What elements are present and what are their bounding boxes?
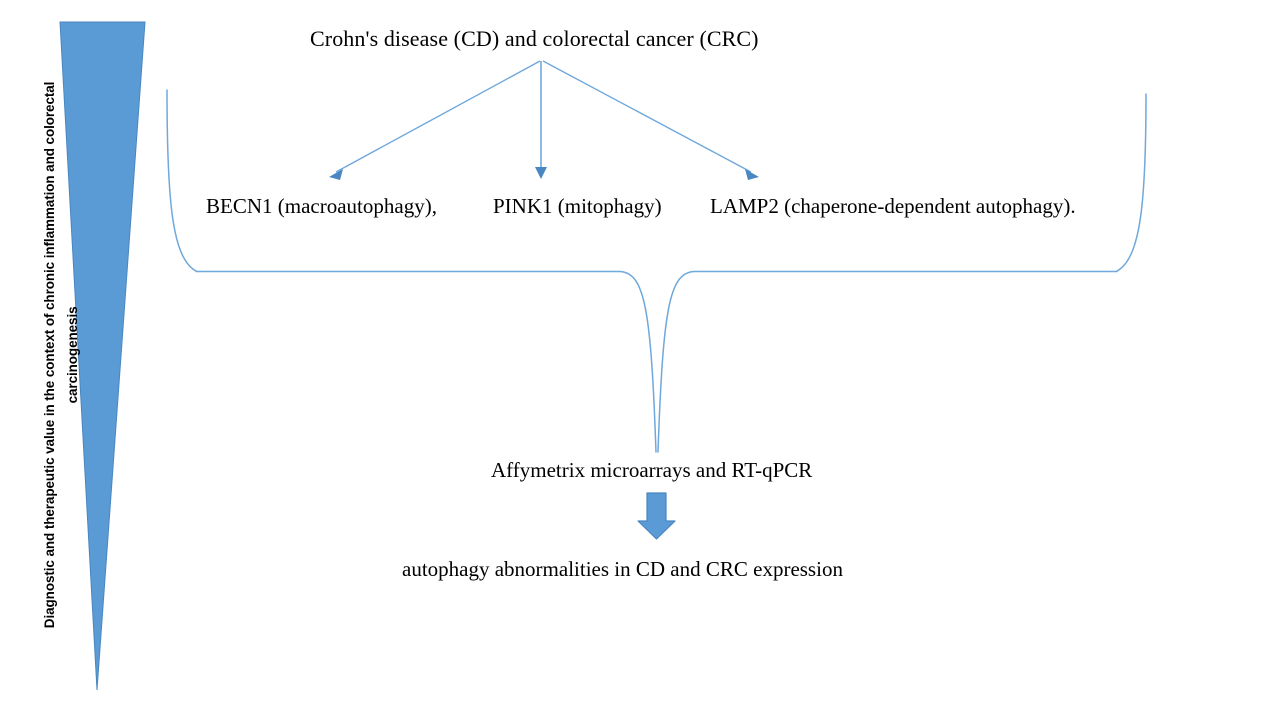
node-label-lamp2: LAMP2 (chaperone-dependent autophagy).	[710, 194, 1076, 218]
curly-brace-connector	[166, 89, 1147, 453]
tapered-triangle-shape	[59, 21, 146, 691]
arrow-down-head-icon	[535, 167, 547, 179]
arrow-down-left-head-icon	[329, 169, 343, 180]
brace-right-tip	[1116, 93, 1147, 272]
arrow-down-left-icon	[335, 60, 541, 173]
brace-right-inner	[657, 270, 695, 453]
arrow-down-right-head-icon	[745, 169, 759, 180]
outcome-label: autophagy abnormalities in CD and CRC ex…	[402, 557, 843, 581]
arrow-down-right-icon	[542, 60, 752, 173]
fanout-arrows-group	[329, 60, 759, 180]
node-label-becn1: BECN1 (macroautophagy),	[206, 194, 437, 218]
diagram-title: Crohn's disease (CD) and colorectal canc…	[310, 26, 759, 51]
node-label-pink1: PINK1 (mitophagy)	[493, 194, 662, 218]
brace-left-inner	[619, 270, 657, 453]
brace-left-tip	[166, 89, 197, 272]
side-caption: Diagnostic and therapeutic value in the …	[42, 81, 80, 629]
block-arrow-down-icon	[637, 492, 676, 540]
method-label: Affymetrix microarrays and RT-qPCR	[491, 458, 813, 482]
